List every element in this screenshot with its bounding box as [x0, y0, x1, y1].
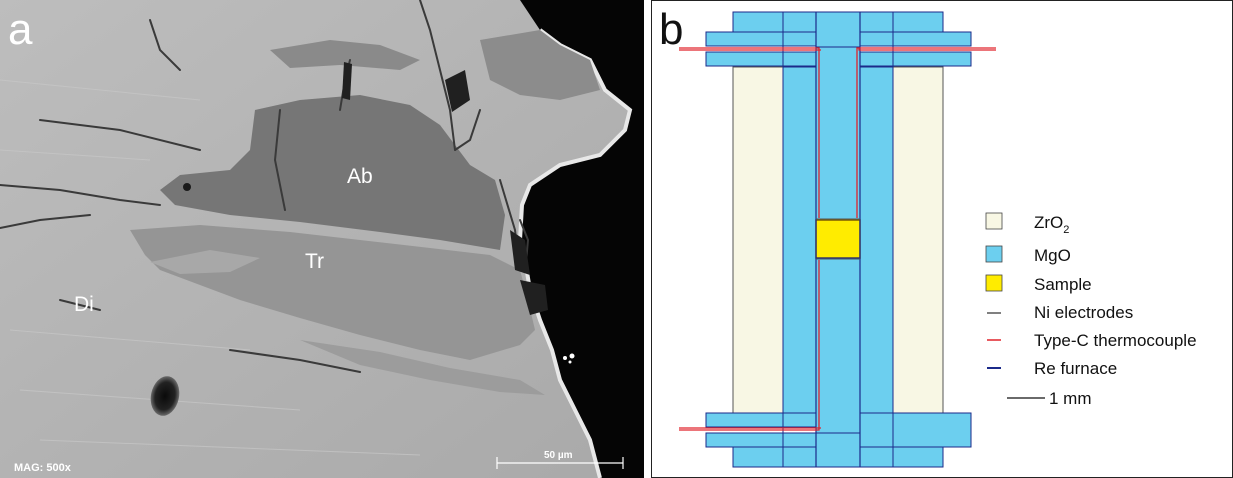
small-pit — [183, 183, 191, 191]
lower-grey-band — [300, 340, 545, 395]
legend: ZrO2 MgO Sample Ni electrodes Type-C the… — [985, 212, 1197, 408]
magnification-label: MAG: 500x — [14, 462, 72, 474]
cell-assembly-panel: b — [651, 0, 1233, 478]
upper-dark-zone — [480, 30, 600, 100]
zro2-sleeve-right — [892, 66, 944, 414]
legend-label-sample: Sample — [1034, 275, 1092, 294]
legend-label-zro2: ZrO2 — [1034, 213, 1069, 236]
label-diopside: Di — [74, 293, 94, 316]
epoxy-background — [520, 0, 644, 478]
mgo-core-upper — [815, 46, 861, 221]
mgo-plate-bottom-right — [859, 412, 972, 448]
sample-capsule — [815, 219, 861, 259]
thermocouple-wires — [679, 47, 996, 431]
ni-electrodes — [816, 218, 860, 260]
scale-bar — [496, 457, 624, 469]
albite-grain — [160, 95, 505, 250]
panel-b-letter: b — [659, 5, 683, 54]
label-albite: Ab — [347, 165, 373, 188]
legend-swatch-zro2 — [985, 212, 1003, 230]
surface-pit — [150, 376, 180, 416]
cell-assembly — [705, 11, 972, 468]
legend-label-ni: Ni electrodes — [1034, 303, 1133, 322]
mgo-tube-right — [859, 66, 894, 414]
mgo-plate-bottom-1 — [705, 412, 817, 428]
legend-swatch-sample — [985, 274, 1003, 292]
legend-label-mgo: MgO — [1034, 246, 1071, 265]
mgo-plate-bottom-2 — [705, 432, 817, 448]
sem-image-panel: a Ab Tr Di MAG: 500x 50 µm — [0, 0, 644, 478]
label-tremolite: Tr — [305, 250, 324, 273]
upper-grey-band — [270, 40, 420, 70]
legend-swatch-mgo — [985, 245, 1003, 263]
mgo-tube-left — [782, 66, 817, 414]
scale-bar-label: 50 µm — [544, 450, 573, 461]
legend-label-thermocouple: Type-C thermocouple — [1034, 331, 1197, 350]
tremolite-light-patch — [150, 250, 260, 274]
dark-crack-fills — [342, 62, 548, 315]
legend-scale-label: 1 mm — [1049, 389, 1092, 408]
mgo-core-lower — [815, 257, 861, 434]
mgo-core-bottom-cap — [815, 432, 861, 468]
crystal-edge-rim — [517, 28, 633, 478]
panel-a-letter: a — [8, 5, 33, 54]
mgo-core-top-cap — [815, 11, 861, 48]
zro2-sleeve-left — [732, 66, 784, 414]
bright-specks — [563, 353, 575, 364]
legend-label-furnace: Re furnace — [1034, 359, 1117, 378]
